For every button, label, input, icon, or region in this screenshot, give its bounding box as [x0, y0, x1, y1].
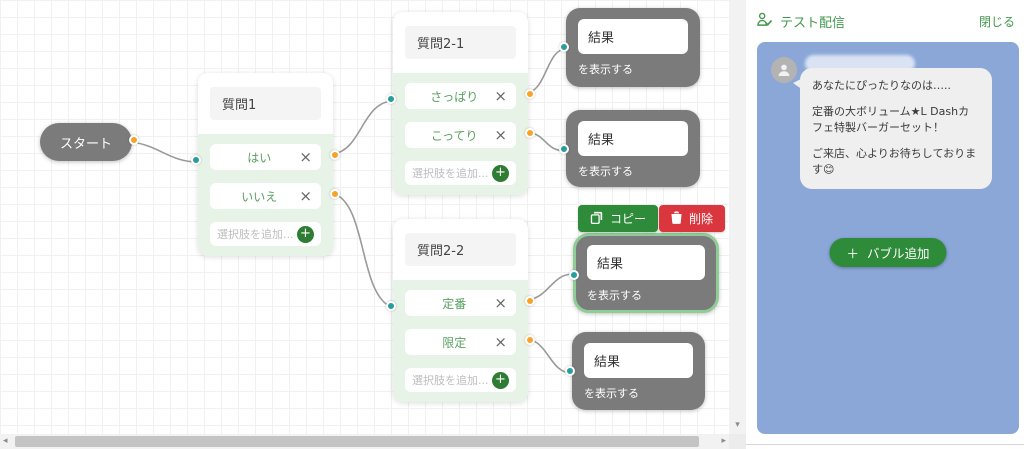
option-label: 定番 [442, 296, 467, 311]
add-option-row[interactable]: 選択肢を追加... + [210, 222, 321, 246]
result-node-1[interactable]: 結果 を表示する [559, 8, 700, 87]
option-label: いいえ [241, 189, 278, 204]
remove-option-icon[interactable]: × [494, 293, 507, 312]
preview-header: テスト配信 閉じる [757, 12, 1015, 31]
result-subtitle: を表示する [584, 387, 639, 400]
result-title[interactable]: 結果 [584, 343, 693, 378]
input-connector-dot[interactable] [569, 270, 579, 280]
result-title[interactable]: 結果 [578, 19, 688, 54]
copy-node-button[interactable]: コピー [578, 205, 659, 232]
delete-node-button[interactable]: 削除 [659, 205, 726, 232]
scroll-right-icon[interactable]: ▸ [721, 436, 726, 446]
remove-option-icon[interactable]: × [299, 186, 312, 205]
option-label: さっぱり [430, 89, 479, 104]
add-bubble-button[interactable]: ＋ バブル追加 [829, 238, 947, 267]
result-title[interactable]: 結果 [587, 245, 705, 280]
scroll-left-icon[interactable]: ◂ [3, 436, 8, 446]
add-bubble-label: バブル追加 [867, 247, 930, 261]
question-options: 定番 × 限定 × 選択肢を追加... + [393, 280, 535, 402]
person-check-icon [757, 12, 773, 31]
input-connector-dot[interactable] [559, 42, 569, 52]
question-node-1[interactable]: 質問1 はい × いいえ × 選択肢を追加... + [191, 73, 340, 256]
flow-canvas[interactable]: スタート 質問1 はい × いいえ × 選択肢を追加... + [0, 0, 746, 449]
add-option-placeholder: 選択肢を追加... [217, 228, 294, 241]
copy-label: コピー [610, 212, 647, 226]
option-row[interactable]: 限定 × [405, 329, 535, 355]
add-option-icon[interactable]: + [492, 371, 509, 389]
delete-label: 削除 [689, 212, 714, 226]
add-option-placeholder: 選択肢を追加... [412, 374, 489, 387]
output-connector-dot[interactable] [525, 89, 535, 99]
output-connector-dot[interactable] [129, 135, 139, 145]
remove-option-icon[interactable]: × [494, 86, 507, 105]
start-node[interactable]: スタート [40, 123, 139, 161]
question-options: はい × いいえ × 選択肢を追加... + [198, 134, 340, 256]
input-connector-dot[interactable] [386, 94, 396, 104]
input-connector-dot[interactable] [565, 366, 575, 376]
option-row[interactable]: さっぱり × [405, 83, 535, 109]
output-connector-dot[interactable] [525, 128, 535, 138]
question-title: 質問2-2 [405, 233, 516, 266]
add-option-icon[interactable]: + [492, 164, 509, 182]
preview-title: テスト配信 [780, 16, 846, 31]
option-label: こってり [430, 128, 478, 143]
option-row[interactable]: こってり × [405, 122, 535, 148]
start-label: スタート [59, 136, 112, 152]
remove-option-icon[interactable]: × [299, 147, 312, 166]
remove-option-icon[interactable]: × [494, 332, 507, 351]
bubble-line: あなたにぴったりなのは….. [812, 79, 951, 92]
option-label: 限定 [442, 335, 467, 350]
sender-name-redacted [805, 55, 915, 72]
output-connector-dot[interactable] [525, 296, 535, 306]
input-connector-dot[interactable] [559, 144, 569, 154]
question-node-2-2[interactable]: 質問2-2 定番 × 限定 × 選択肢を追加... + [386, 219, 535, 402]
result-subtitle: を表示する [587, 289, 642, 302]
result-subtitle: を表示する [578, 63, 633, 76]
scroll-down-icon[interactable]: ▾ [735, 420, 740, 430]
message-bubble: あなたにぴったりなのは….. 定番の大ボリューム★L Dashカフェ特製バーガー… [793, 68, 992, 189]
close-preview-link[interactable]: 閉じる [978, 15, 1015, 29]
output-connector-dot[interactable] [330, 150, 340, 160]
option-row[interactable]: いいえ × [210, 183, 340, 209]
result-node-3-selected[interactable]: 結果 を表示する [569, 233, 719, 313]
result-node-2[interactable]: 結果 を表示する [559, 110, 700, 187]
add-option-icon[interactable]: + [297, 225, 314, 243]
canvas-vertical-scrollbar[interactable]: ▾ [729, 0, 746, 434]
add-option-row[interactable]: 選択肢を追加... + [405, 368, 516, 392]
option-row[interactable]: はい × [210, 144, 340, 170]
copy-icon [590, 211, 603, 227]
add-option-row[interactable]: 選択肢を追加... + [405, 161, 516, 185]
test-preview-panel: テスト配信 閉じる あなたにぴったりなのは….. 定番の大ボリューム★L Das… [746, 0, 1024, 449]
horizontal-scrollbar-thumb[interactable] [15, 436, 699, 447]
question-options: さっぱり × こってり × 選択肢を追加... + [393, 73, 535, 195]
remove-option-icon[interactable]: × [494, 125, 507, 144]
bubble-tail [793, 78, 803, 90]
trash-icon [671, 210, 682, 227]
option-label: はい [247, 150, 272, 165]
output-connector-dot[interactable] [525, 335, 535, 345]
panel-bottom-divider [746, 444, 1024, 445]
bubble-line: 定番の大ボリューム★L Dashカフェ特製バーガーセット！ [812, 104, 970, 135]
option-row[interactable]: 定番 × [405, 290, 535, 316]
question-title: 質問1 [210, 87, 321, 120]
chat-preview: あなたにぴったりなのは….. 定番の大ボリューム★L Dashカフェ特製バーガー… [757, 42, 1019, 434]
output-connector-dot[interactable] [330, 189, 340, 199]
input-connector-dot[interactable] [386, 301, 396, 311]
avatar [771, 57, 797, 83]
add-option-placeholder: 選択肢を追加... [412, 167, 489, 180]
question-node-2-1[interactable]: 質問2-1 さっぱり × こってり × 選択肢を追加... + [386, 12, 535, 195]
input-connector-dot[interactable] [191, 155, 201, 165]
canvas-horizontal-scrollbar[interactable]: ◂ ▸ [0, 434, 729, 449]
question-title: 質問2-1 [405, 26, 516, 59]
bubble-line: ご来店、心よりお待ちしております😊 [812, 146, 977, 177]
result-node-4[interactable]: 結果 を表示する [565, 332, 705, 410]
result-title[interactable]: 結果 [578, 121, 688, 156]
scrollbar-corner [729, 434, 746, 449]
result-subtitle: を表示する [578, 165, 633, 178]
plus-icon: ＋ [846, 247, 859, 261]
